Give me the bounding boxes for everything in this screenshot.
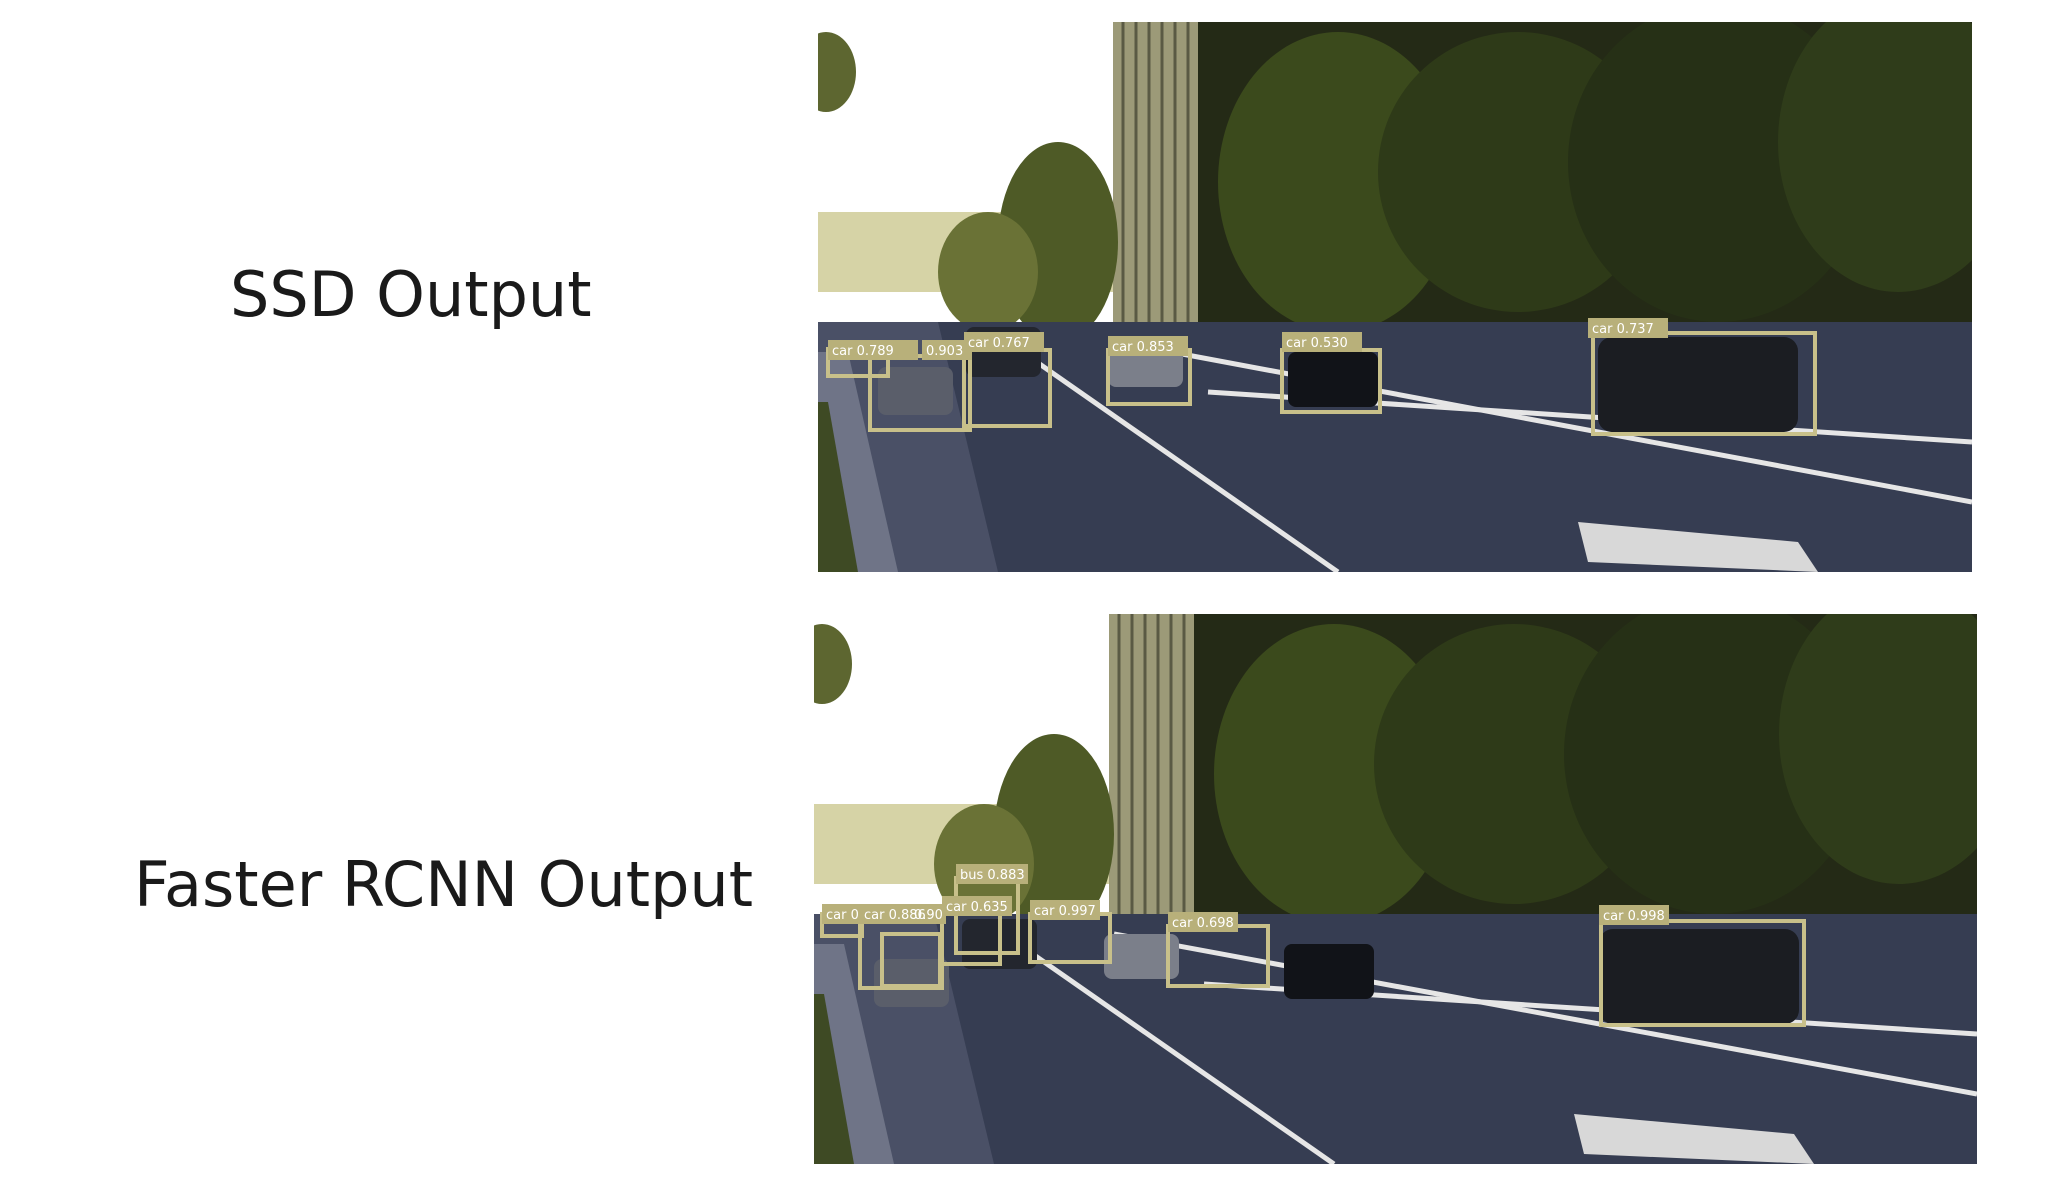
frcnn-det-label: car 0.886: [864, 908, 926, 923]
ssd-det-label: car 0.853: [1112, 340, 1174, 355]
frcnn-det-label: car 0.998: [1603, 909, 1665, 924]
faster-rcnn-street-scene: car 0 car 0.886 0.90 bus 0.883 car 0.635…: [814, 614, 1977, 1164]
ssd-detection-image: car 0.789 0.903 car 0.767 car 0.853 car …: [818, 22, 1972, 572]
frcnn-det-label: car 0.635: [946, 900, 1008, 915]
ssd-street-scene: car 0.789 0.903 car 0.767 car 0.853 car …: [818, 22, 1972, 572]
frcnn-det-label: car 0.997: [1034, 904, 1096, 919]
ssd-output-title: SSD Output: [230, 258, 592, 331]
faster-rcnn-detection-image: car 0 car 0.886 0.90 bus 0.883 car 0.635…: [814, 614, 1977, 1164]
ssd-det-label: car 0.767: [968, 336, 1030, 351]
ssd-det-label: car 0.789: [832, 344, 894, 359]
frcnn-det-label: 0.90: [914, 908, 943, 923]
frcnn-det-label: bus 0.883: [960, 868, 1025, 883]
faster-rcnn-output-title: Faster RCNN Output: [134, 848, 754, 921]
frcnn-det-label: car 0: [826, 908, 859, 923]
ssd-det-label: 0.903: [926, 344, 963, 359]
ssd-det-label: car 0.530: [1286, 336, 1348, 351]
frcnn-det-label: car 0.698: [1172, 916, 1234, 931]
ssd-det-label: car 0.737: [1592, 322, 1654, 337]
